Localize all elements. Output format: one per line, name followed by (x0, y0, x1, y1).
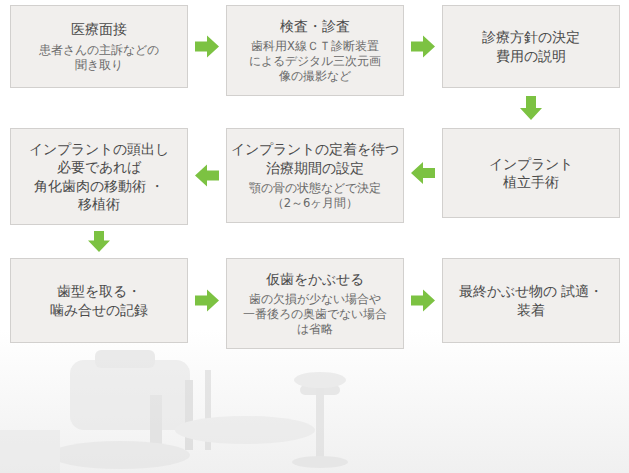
flow-arrow (195, 165, 219, 187)
step-title: 検査・診査 (280, 17, 350, 35)
process-box: 検査・診査歯科用X線ＣＴ診断装置 によるデジタル三次元画 像の撮影など (226, 5, 404, 96)
step-title: インプラントの定着を待つ 治療期間の設定 (231, 140, 399, 176)
process-box: 診療方針の決定 費用の説明 (442, 5, 620, 88)
flow-arrow (411, 162, 435, 184)
flow-arrow (195, 290, 219, 312)
step-title: 診療方針の決定 費用の説明 (466, 28, 596, 64)
process-box: インプラントの頭出し 必要であれば 角化歯肉の移動術 ・移植術 (10, 128, 188, 225)
step-title: 仮歯をかぶせる (266, 270, 364, 288)
floor-fade (0, 330, 629, 473)
flow-arrow (411, 36, 435, 58)
process-box: 歯型を取る・ 噛み合せの記録 (10, 258, 188, 343)
step-note: 患者さんの主訴などの 聞き取り (24, 43, 174, 73)
step-note: 歯科用X線ＣＴ診断装置 によるデジタル三次元画 像の撮影など (240, 39, 390, 84)
dental-chair (0, 350, 348, 473)
flow-arrow (195, 36, 219, 58)
step-title: インプラント 植立手術 (476, 155, 586, 191)
process-box: 最終かぶせ物の 試適・装着 (442, 258, 620, 343)
process-box: 医療面接患者さんの主訴などの 聞き取り (10, 5, 188, 88)
process-box: インプラント 植立手術 (442, 128, 620, 218)
flow-arrow (411, 290, 435, 312)
flow-arrow (520, 96, 542, 120)
flow-arrow (88, 231, 110, 252)
step-title: 医療面接 (71, 20, 127, 38)
step-note: 歯の欠損が少ない場合や 一番後ろの奥歯でない場合 は省略 (240, 292, 390, 337)
step-title: 歯型を取る・ 噛み合せの記録 (15, 282, 183, 318)
step-title: インプラントの頭出し 必要であれば 角化歯肉の移動術 ・移植術 (15, 140, 183, 213)
step-note: 顎の骨の状態などで決定 （2～6ヶ月間） (240, 181, 390, 211)
step-title: 最終かぶせ物の 試適・装着 (447, 282, 615, 318)
process-box: インプラントの定着を待つ 治療期間の設定顎の骨の状態などで決定 （2～6ヶ月間） (226, 128, 404, 223)
process-box: 仮歯をかぶせる歯の欠損が少ない場合や 一番後ろの奥歯でない場合 は省略 (226, 258, 404, 349)
